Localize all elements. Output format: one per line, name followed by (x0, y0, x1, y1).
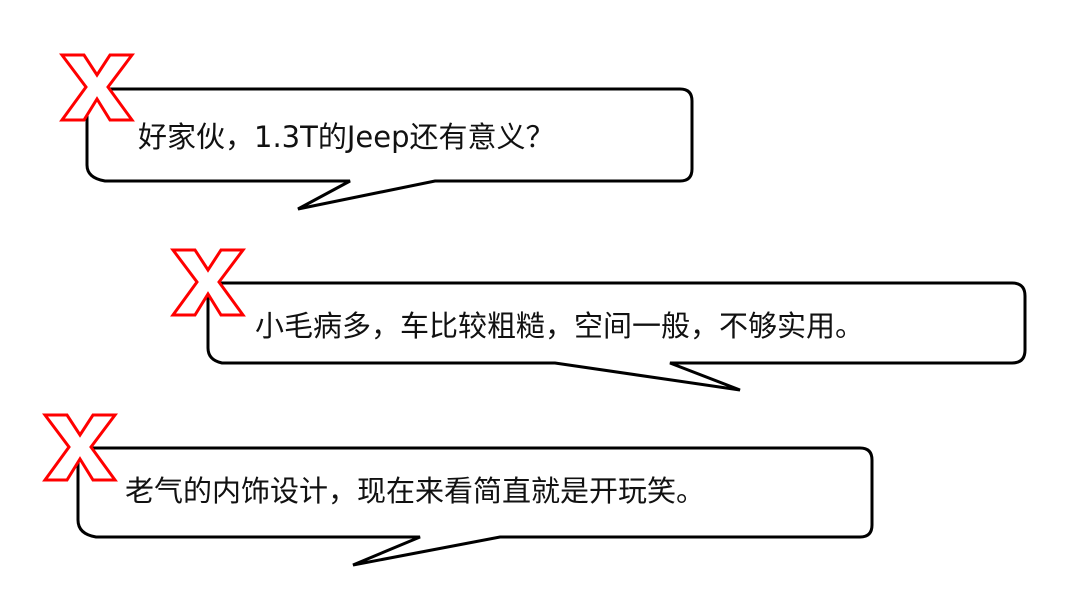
bubble-text-1: 好家伙，1.3T的Jeep还有意义？ (138, 120, 555, 154)
x-mark-icon (170, 248, 246, 317)
bubble-text-2: 小毛病多，车比较粗糙，空间一般，不够实用。 (255, 309, 865, 343)
x-mark-icon (59, 53, 135, 122)
x-mark-icon (42, 413, 118, 482)
bubble-text-3: 老气的内饰设计，现在来看简直就是开玩笑。 (125, 474, 706, 508)
